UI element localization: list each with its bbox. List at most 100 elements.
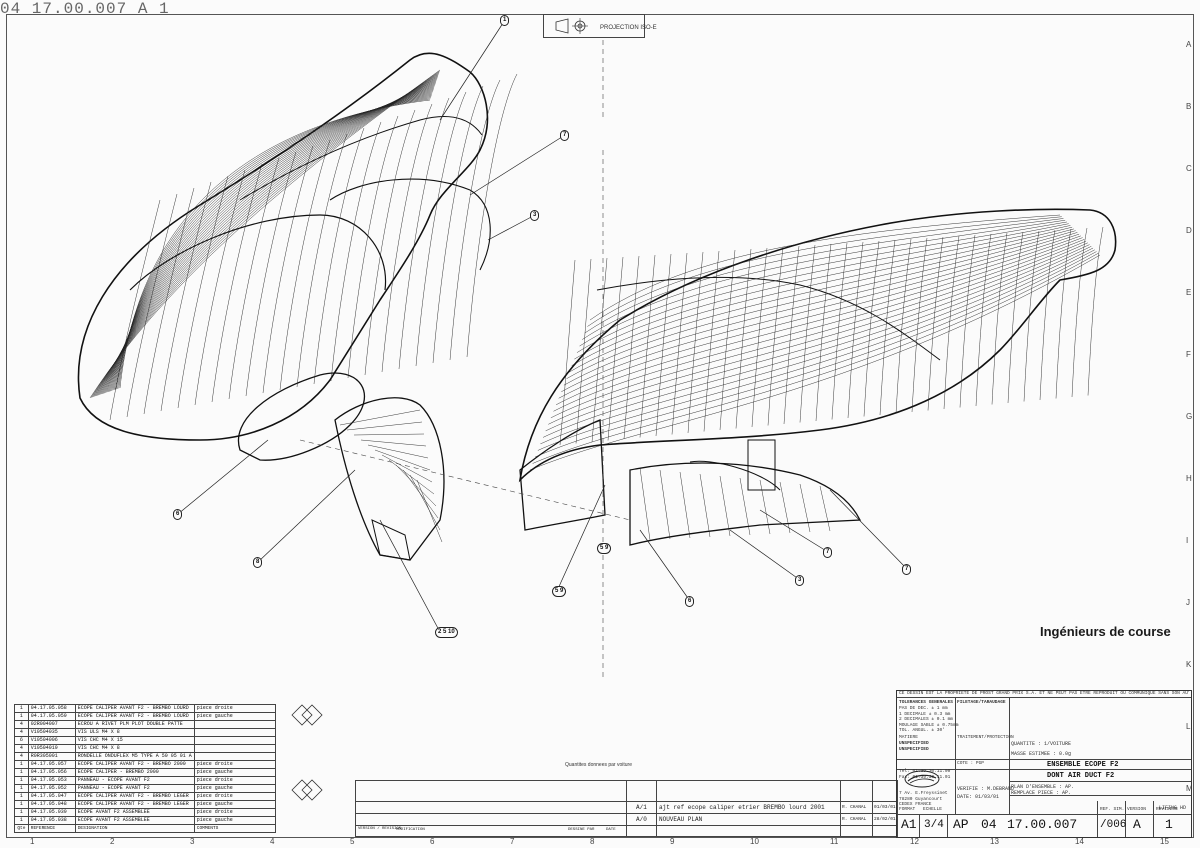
bom-cell-comment: piece droite [193,808,277,817]
mesh-line [211,163,263,403]
mesh-line [466,73,518,358]
mesh-line [639,254,656,438]
tolerances-title: TOLERANCES GENERALES [899,700,954,705]
grid-column-14: 14 [1075,837,1084,846]
address-line: 7 Av. E.Freyssinet [899,791,948,796]
mesh-line [91,71,440,398]
date-value: DATE: 01/03/01 [957,794,1000,800]
mesh-line [114,94,432,390]
mesh-line [98,78,438,396]
mesh-line [831,242,848,420]
mesh-line [105,85,435,393]
bom-cell-ref: 04.17.05.052 [27,784,76,793]
bom-cell-qty: 1 [14,760,29,769]
revision-row-2-by: R. CHANAL [842,817,867,822]
company-logo-icon [904,770,940,788]
bom-cell-ref: V10504006 [27,736,76,745]
mesh-line [553,239,1085,412]
mesh-line [416,479,443,543]
mesh-line [959,234,976,408]
mesh-line [542,246,1092,438]
mesh-line [703,250,720,432]
grid-column-6: 6 [430,837,435,846]
phone-line: Fax: 01.39.30.11.01 [899,774,951,780]
bom-cell-designation: ECROU A RIVET PLM PLOT DOUBLE PATTE [74,720,195,729]
ownership-notice: CE DESSIN EST LA PROPRIETE DE PROST GRAN… [899,691,1189,696]
ensemble-title: ENSEMBLE ECOPE F2 [1047,761,1119,769]
code-prefix: AP [953,817,969,832]
tolerance-line: 1 DECIMALE ± 0.3 mm [899,711,951,717]
grid-column-2: 2 [110,837,115,846]
bom-cell-designation: VIS CHC M4 X 15 [74,736,195,745]
mesh-line [659,469,671,540]
mesh-line [815,243,832,422]
mesh-line [783,245,800,425]
grid-column-8: 8 [590,837,595,846]
bom-cell-designation: DESIGNATION [74,824,195,833]
callout-9: 3 [795,575,805,586]
matiere-value: UNSPECIFIED [899,741,929,746]
revision-label-modification: MODIFICATION [396,828,425,832]
mesh-line [116,96,432,390]
revision-block: A/1 ajt ref ecope caliper etrier BREMBO … [355,780,898,837]
bom-cell-designation: VIS ULS M4 X 8 [74,728,195,737]
bom-cell-designation: ECOPE CALIPER AVANT F2 - BREMBO LEGER [74,800,195,809]
mesh-line [719,249,736,431]
address-line: 78280 Guyancourt [899,796,943,802]
mesh-line [943,235,960,410]
traitement-value: UNSPECIFIED [899,747,929,752]
bom-cell-designation: ECOPE CALIPER AVANT F2 - BREMBO LOURD [74,704,195,713]
quantite-value: QUANTITE : 1/VOITURE [1011,741,1072,747]
mesh-line [559,259,576,446]
projection-label: PROJECTION ISO-E [600,25,657,31]
mesh-line [415,91,467,367]
callout-4: 8 [253,557,263,568]
grid-row-B: B [1186,102,1192,111]
grid-row-A: A [1186,40,1192,49]
bom-cell-comment [193,752,277,761]
mesh-line [177,175,229,409]
mesh-line [93,73,439,397]
mesh-line [623,255,640,440]
mesh-line [767,246,784,426]
version-label: VERSION [1127,807,1146,812]
mesh-line [94,74,439,397]
mesh-line [313,127,365,385]
mesh-line [109,199,161,421]
revision-row-2-id: A/0 [636,816,647,823]
mesh-line [991,232,1008,405]
code-group: 04 [981,817,997,832]
mesh-line [575,258,592,444]
projection-symbol-icon [555,18,588,34]
ref-sim-label: REF. SIM. [1100,807,1125,812]
grid-column-7: 7 [510,837,515,846]
bom-cell-qty: 1 [14,808,29,817]
grid-row-D: D [1186,226,1192,235]
bom-cell-comment: piece gauche [193,816,277,825]
mesh-line [719,475,731,537]
bom-cell-designation: ECOPE CALIPER AVANT F2 - BREMBO 2000 [74,760,195,769]
bom-cell-qty: 1 [14,792,29,801]
mesh-line [279,139,331,391]
mesh-line [739,477,751,536]
mesh-line [895,238,912,414]
quantities-note: Quantites donnees par voiture [565,762,632,768]
mesh-line [563,232,1078,386]
bom-cell-comment: COMMENTS [193,824,277,833]
tolerance-line: MOULAGE SABLE ± 0.75mm [899,722,959,728]
bom-cell-qty: 4 [14,744,29,753]
mesh-line [95,75,439,397]
mesh-line [92,72,440,398]
tolerance-line: TOL. ANGUL. ± 30' [899,728,945,733]
address-line: CEDEX FRANCE [899,802,932,807]
mesh-line [194,169,246,406]
grid-column-5: 5 [350,837,355,846]
callout-10: 6 [685,596,695,607]
